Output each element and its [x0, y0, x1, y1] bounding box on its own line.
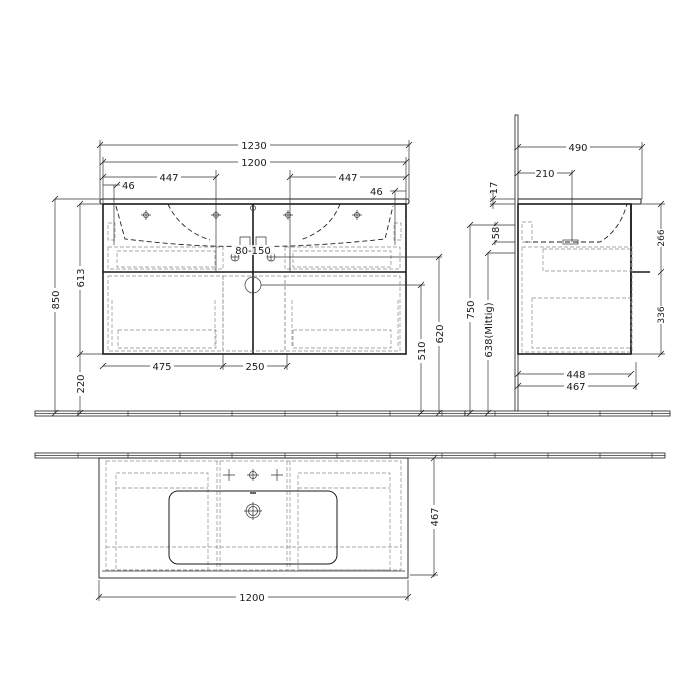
dim-depth-total: 490 [568, 143, 587, 154]
dim-lower-drawer: 336 [657, 306, 667, 323]
cabinet-body-side [517, 203, 632, 355]
dim-edge-right: 46 [370, 187, 383, 198]
drain-top [244, 502, 262, 520]
dim-siphon-range: 80-150 [235, 246, 270, 257]
dim-tap-left: 447 [159, 173, 178, 184]
dim-upper-offset: 58 [491, 227, 502, 240]
dim-height-total: 850 [51, 290, 62, 309]
dim-top-depth: 467 [430, 507, 441, 526]
dim-edge-left: 46 [122, 181, 135, 192]
top-plan-view: 1200 467 [34, 452, 666, 604]
lower-drawers-front [107, 275, 401, 352]
dim-center-height: 638(Mittig) [484, 302, 495, 357]
siphon-front [230, 205, 276, 294]
front-elevation-view: 1230 1200 447 447 46 46 80-150 850 613 2… [34, 140, 466, 417]
tap-holes-top [223, 469, 283, 494]
dim-tap-offset: 210 [535, 169, 554, 180]
dimension-lines-front-right [261, 253, 443, 417]
basin-outline-top [168, 490, 338, 565]
cabinet-body-front [102, 203, 407, 355]
dim-drawer-left: 475 [152, 362, 171, 373]
upper-drawers-front [107, 222, 402, 270]
cabinet-outline-top [105, 460, 402, 571]
dimension-lines-front-top [96, 140, 413, 245]
floor-line-front [34, 410, 466, 417]
dim-wall-height: 750 [466, 300, 477, 319]
dim-cabinet-width: 1200 [241, 158, 266, 169]
wall-line-top [34, 452, 666, 459]
dim-floor-clearance: 220 [76, 374, 87, 393]
side-elevation-view: 490 210 17 58 750 638(Mittig) 266 336 44… [464, 114, 671, 417]
dim-top-thickness: 17 [489, 182, 500, 195]
floor-line-side [464, 410, 671, 417]
dim-waste-height: 620 [435, 324, 446, 343]
dim-cabinet-height: 613 [76, 268, 87, 287]
dim-drain-height: 510 [417, 341, 428, 360]
basin-outline-front [115, 205, 394, 247]
dim-cabinet-depth: 448 [566, 370, 585, 381]
dim-top-width: 1200 [239, 593, 264, 604]
dim-drawer-middle: 250 [245, 362, 264, 373]
dimension-lines-top [95, 454, 438, 601]
dim-overall-depth: 467 [566, 382, 585, 393]
countertop-top [98, 457, 409, 579]
dim-overall-width: 1230 [241, 141, 266, 152]
dim-tap-right: 447 [338, 173, 357, 184]
drawers-side [521, 221, 633, 353]
dim-upper-drawer: 266 [657, 229, 667, 246]
